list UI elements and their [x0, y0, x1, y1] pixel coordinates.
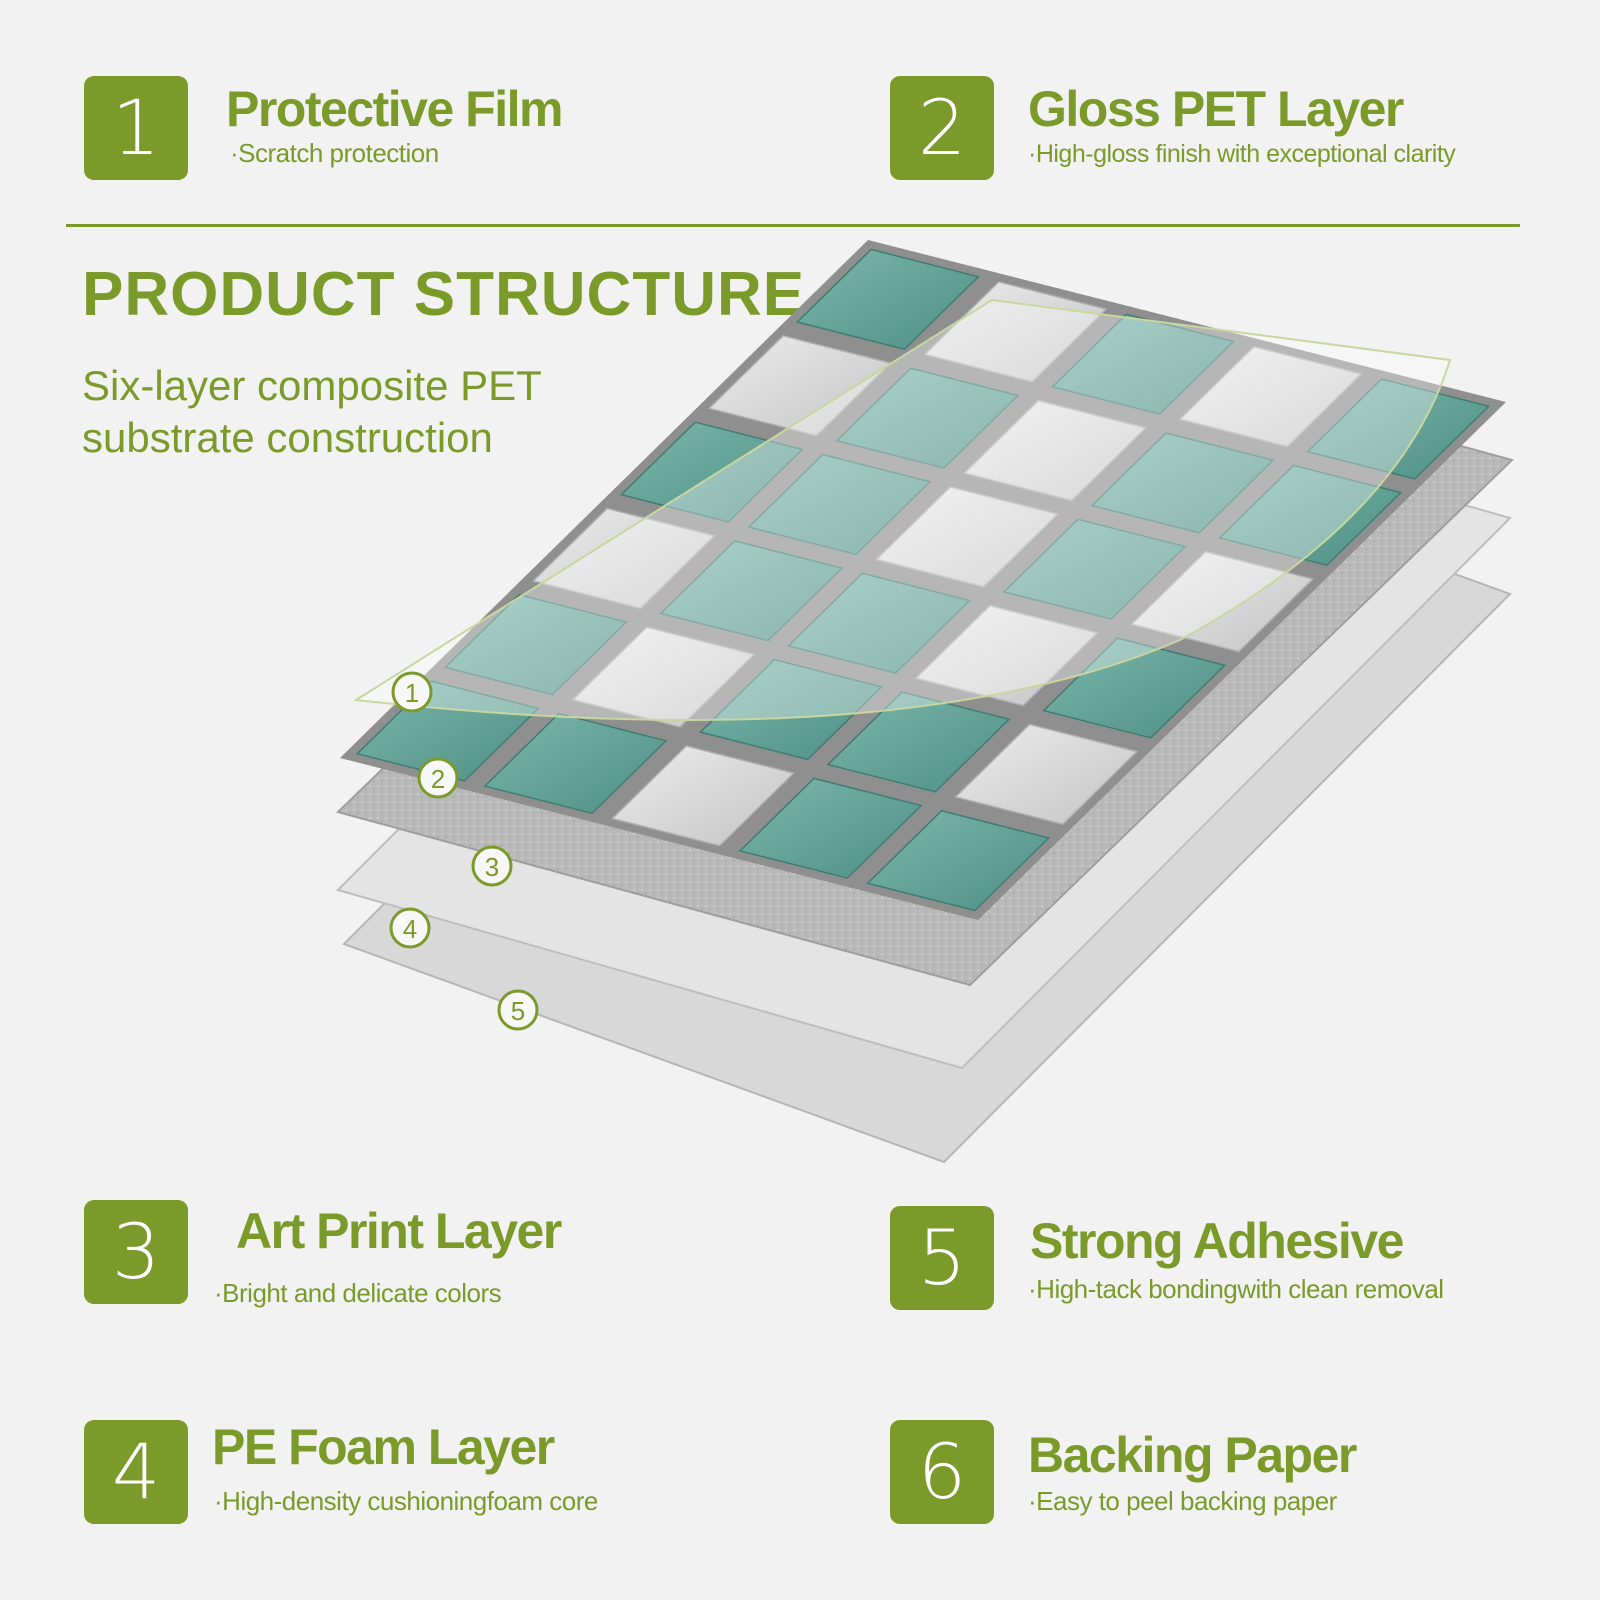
- feature-title: Backing Paper: [1028, 1427, 1357, 1483]
- tile-green: [786, 572, 972, 674]
- svg-text:1: 1: [405, 678, 419, 708]
- tile-grey: [1178, 345, 1363, 448]
- feature-title: Protective Film: [226, 81, 563, 137]
- section-divider: [66, 224, 1520, 227]
- svg-text:2: 2: [431, 764, 445, 794]
- feature-title: Gloss PET Layer: [1028, 81, 1404, 137]
- tile-green: [1050, 313, 1236, 415]
- callout-5: 5: [497, 989, 539, 1031]
- feature-number-badge: 4: [84, 1420, 188, 1524]
- tile-green: [747, 453, 932, 556]
- feature-number-badge: 1: [84, 76, 188, 180]
- svg-text:5: 5: [511, 996, 525, 1026]
- tile-grey: [571, 626, 756, 728]
- feature-desc: Scratch protection: [230, 140, 439, 166]
- svg-text:4: 4: [403, 914, 417, 944]
- tile-green: [738, 777, 923, 879]
- tile-green: [1218, 464, 1403, 566]
- tile-green: [483, 712, 668, 815]
- tile-green: [826, 691, 1011, 793]
- feature-title: Art Print Layer: [236, 1203, 562, 1259]
- feature-title: Strong Adhesive: [1030, 1213, 1404, 1269]
- feature-desc: High-tack bondingwith clean removal: [1028, 1276, 1444, 1302]
- tile-green: [866, 809, 1051, 912]
- feature-desc: Easy to peel backing paper: [1028, 1488, 1337, 1514]
- callout-3: 3: [471, 845, 513, 887]
- svg-text:3: 3: [485, 852, 499, 882]
- tile-green: [1042, 637, 1227, 739]
- tile-grey: [610, 745, 796, 847]
- callout-2: 2: [417, 757, 459, 799]
- tile-green: [659, 540, 844, 642]
- protective-film-layer: [353, 298, 1452, 721]
- tile-grey: [874, 486, 1060, 588]
- tile-green: [698, 658, 884, 761]
- callout-1: 1: [391, 671, 433, 713]
- feature-desc: High-density cushioningfoam core: [214, 1488, 598, 1514]
- feature-number-badge: 6: [890, 1420, 994, 1524]
- tile-green: [1002, 518, 1187, 620]
- section-subtitle: Six-layer composite PET substrate constr…: [82, 362, 542, 461]
- tile-green: [1306, 378, 1491, 480]
- callout-4: 4: [389, 907, 431, 949]
- section-title: PRODUCT STRUCTURE: [82, 260, 806, 329]
- tile-green: [1090, 432, 1275, 534]
- art-print-layer: [340, 240, 1506, 920]
- tile-green: [795, 248, 980, 351]
- feature-desc: Bright and delicate colors: [214, 1280, 501, 1306]
- tile-grey: [531, 507, 716, 610]
- feature-number-badge: 3: [84, 1200, 188, 1304]
- feature-title: PE Foam Layer: [212, 1419, 555, 1475]
- tile-grey: [923, 281, 1108, 383]
- feature-number-badge: 5: [890, 1206, 994, 1310]
- feature-number-badge: 2: [890, 76, 994, 180]
- tile-green: [443, 594, 628, 696]
- tile-green: [835, 367, 1020, 469]
- feature-desc: High-gloss finish with exceptional clari…: [1028, 142, 1456, 167]
- tile-grey: [1130, 550, 1315, 653]
- tile-grey: [954, 723, 1139, 825]
- tile-grey: [962, 399, 1148, 502]
